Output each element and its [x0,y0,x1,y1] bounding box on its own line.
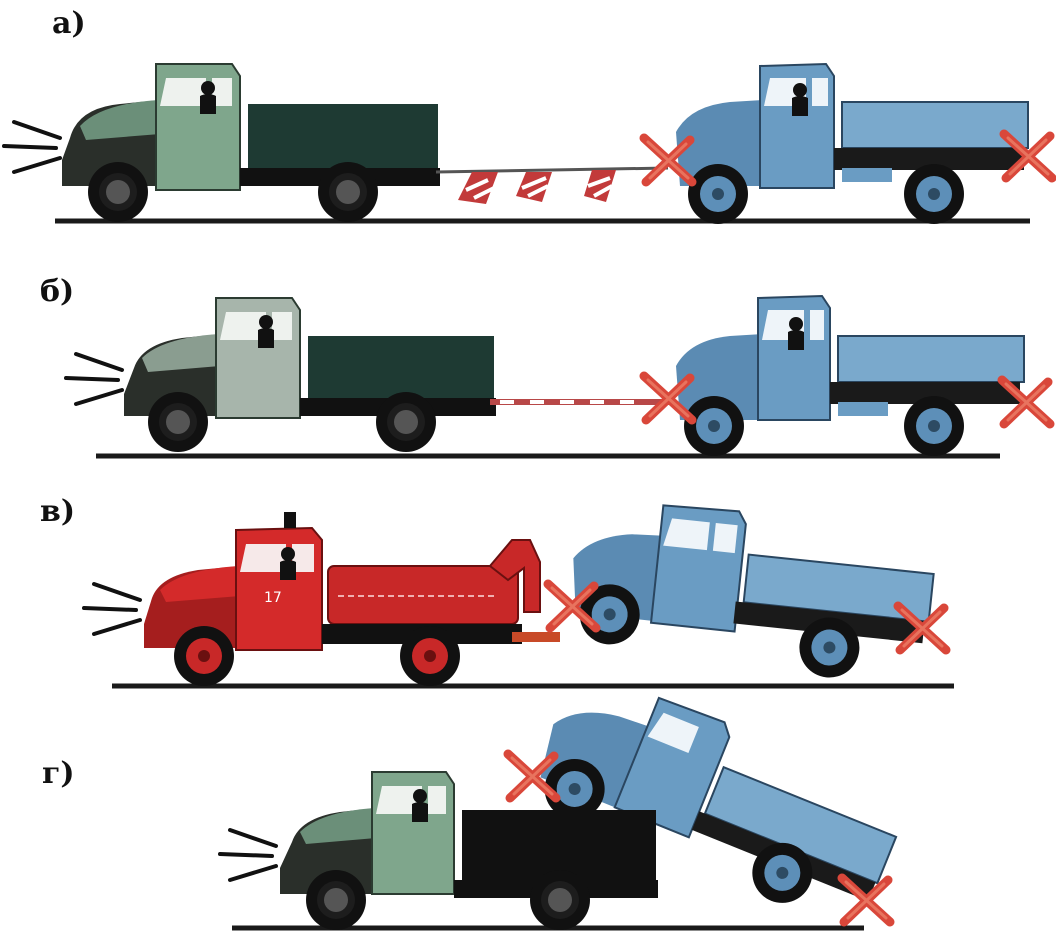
tow-truck-number: 17 [264,590,282,606]
panel-v-scene: 17 [82,504,954,689]
towed-truck-lifted [573,504,935,681]
warning-flag-icon [458,170,616,204]
towing-truck [64,297,496,452]
panel-label-g: г) [42,756,75,791]
towing-truck [218,771,658,930]
panel-label-b: б) [40,274,75,309]
tow-truck-red: 17 [82,512,560,686]
towed-truck [676,62,1029,224]
towed-truck-on-bed [535,696,898,912]
panel-g-scene [218,696,898,931]
panel-b-scene [64,294,1050,459]
panel-label-v: в) [40,494,76,529]
towed-truck [676,294,1025,456]
towing-truck [2,63,440,222]
panel-a-scene [2,62,1052,224]
panel-label-a: а) [52,6,86,41]
